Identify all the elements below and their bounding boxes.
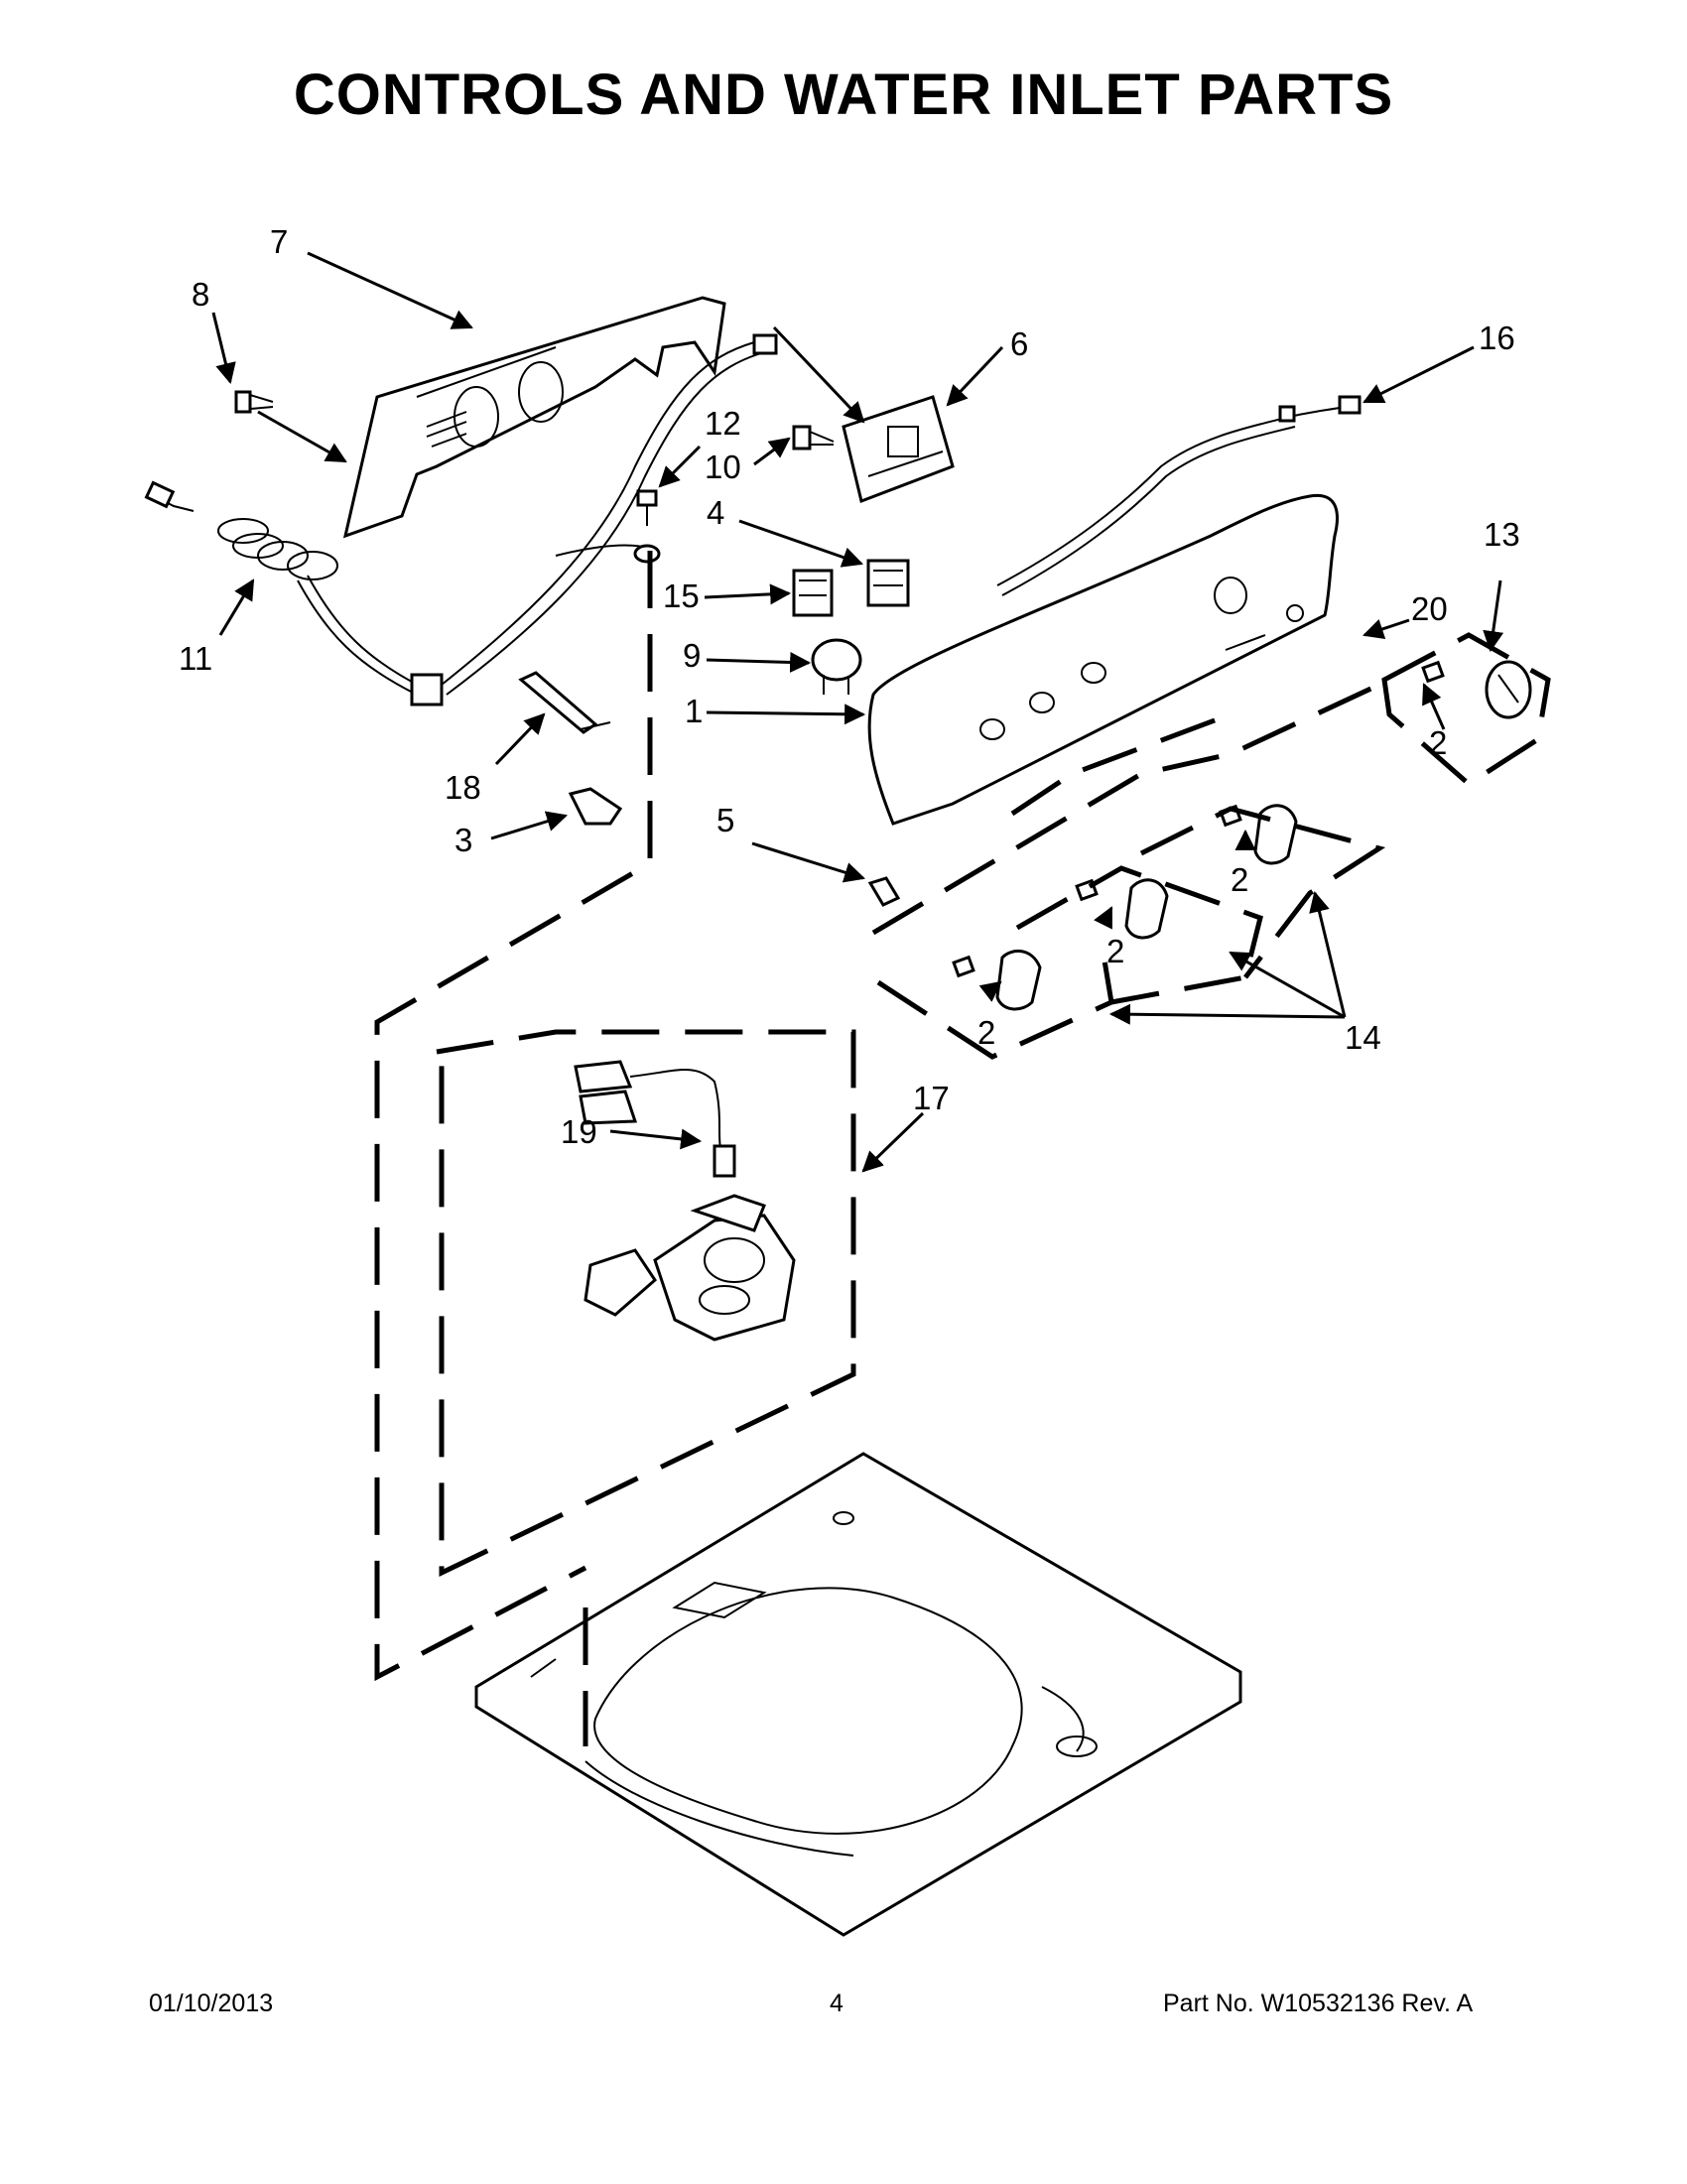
power-cord <box>144 480 444 707</box>
rear-console-panel <box>342 296 726 539</box>
knob-2 <box>1075 878 1169 940</box>
callout-5: 5 <box>716 802 734 838</box>
callout-14: 14 <box>1345 1019 1381 1056</box>
switch-4 <box>866 559 910 607</box>
pressure-switch <box>811 638 862 695</box>
page-number: 4 <box>830 1990 844 2017</box>
page-title: CONTROLS AND WATER INLET PARTS <box>293 63 1394 127</box>
callout-1: 1 <box>685 693 703 729</box>
dashed-outlines <box>374 551 1551 1746</box>
callout-8: 8 <box>192 276 209 313</box>
wire-harness <box>441 333 778 696</box>
callout-4: 4 <box>707 494 724 531</box>
callout-2c: 2 <box>1231 861 1248 898</box>
callout-9: 9 <box>683 637 701 674</box>
callout-2b: 2 <box>1106 933 1124 969</box>
callout-19: 19 <box>561 1113 597 1150</box>
callout-20: 20 <box>1411 590 1448 627</box>
callout-2a: 2 <box>977 1014 995 1051</box>
screw-12 <box>633 489 661 564</box>
water-inlet-valve-assembly <box>574 1060 796 1342</box>
screw-10 <box>792 425 835 450</box>
callout-13: 13 <box>1484 516 1520 553</box>
callout-3: 3 <box>454 822 472 858</box>
clip-5 <box>867 876 901 907</box>
wire-harness-16 <box>996 395 1362 596</box>
callout-18: 18 <box>445 769 481 806</box>
callout-labels: 7 8 6 16 12 10 4 13 15 20 9 11 1 2 18 3 … <box>179 223 1520 1150</box>
callout-15: 15 <box>663 578 700 614</box>
switch-15 <box>792 569 834 617</box>
callout-12: 12 <box>705 405 741 442</box>
callout-16: 16 <box>1479 320 1515 356</box>
callout-10: 10 <box>705 449 741 485</box>
callout-7: 7 <box>270 223 288 260</box>
callout-2d: 2 <box>1429 724 1447 761</box>
cable-tie <box>518 671 611 734</box>
callout-6: 6 <box>1010 325 1028 362</box>
top-cover <box>474 1452 1242 1937</box>
clip-3 <box>568 787 623 826</box>
screw-8 <box>234 390 274 414</box>
electronic-control <box>842 395 955 504</box>
knob-4 <box>1421 660 1532 719</box>
leader-lines <box>211 251 1504 1173</box>
console <box>867 493 1339 826</box>
knob-1 <box>952 949 1042 1011</box>
document-date: 01/10/2013 <box>149 1990 274 2017</box>
callout-17: 17 <box>913 1080 950 1116</box>
callout-11: 11 <box>179 640 212 677</box>
part-number: Part No. W10532136 Rev. A <box>1163 1990 1474 2017</box>
